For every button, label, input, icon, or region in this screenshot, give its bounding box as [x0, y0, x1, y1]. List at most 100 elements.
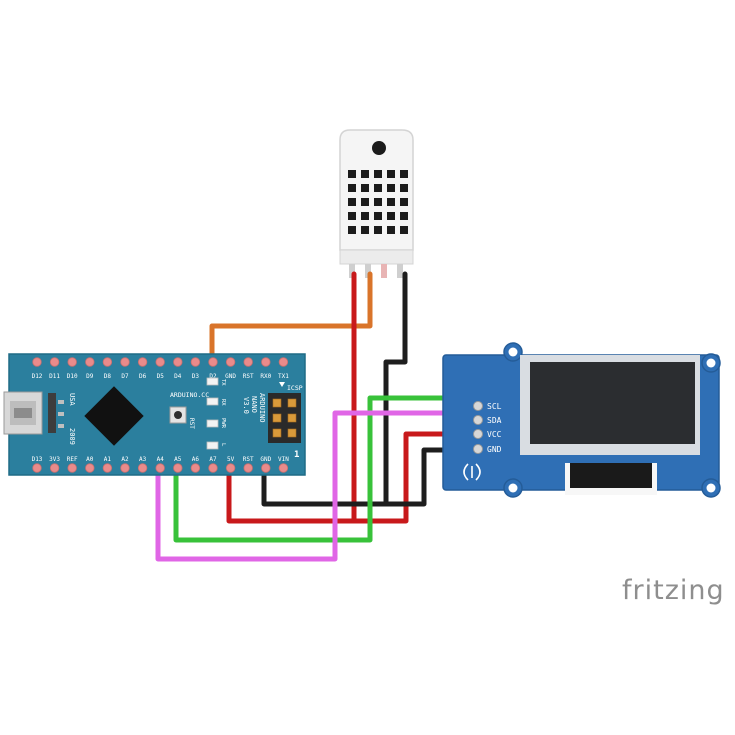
nano-pin-top[interactable]: [32, 357, 42, 367]
sensor-vent-hole: [361, 226, 369, 234]
pin-one-text: 1: [294, 450, 299, 460]
sensor-vent-hole: [400, 198, 408, 206]
sensor-vent-hole: [361, 198, 369, 206]
nano-pin-top[interactable]: [225, 357, 236, 367]
sensor-vent-hole: [400, 170, 408, 178]
sensor-vent-hole: [374, 170, 382, 178]
nano-pin-bottom[interactable]: [278, 463, 289, 473]
nano-pin-bottom[interactable]: [155, 463, 165, 473]
wire-red-sensor: [226, 271, 357, 524]
sensor-vent-hole: [400, 212, 408, 220]
oled-screen: [530, 362, 695, 444]
nano-pin-label: A1: [104, 456, 112, 463]
nano-pin-bottom[interactable]: [173, 463, 183, 473]
nano-pin-bottom[interactable]: [261, 463, 271, 473]
nano-pin-bottom[interactable]: [32, 463, 42, 473]
nano-pin-label: A7: [209, 456, 217, 463]
nano-pin-top[interactable]: [278, 357, 289, 367]
rst-text: RST: [188, 418, 195, 429]
nano-pin-top[interactable]: [155, 357, 165, 367]
sensor-vent-hole: [374, 184, 382, 192]
nano-pin-bottom[interactable]: [85, 463, 95, 473]
reset-button[interactable]: [169, 406, 187, 424]
sensor-mount-hole: [372, 141, 386, 155]
sensor-pins: [349, 264, 403, 278]
nano-pin-label: GND: [225, 373, 236, 380]
nano-pin-top[interactable]: [49, 357, 60, 367]
wire-black-sensor: [383, 271, 408, 507]
nano-pin-top[interactable]: [190, 357, 201, 367]
icsp-pin[interactable]: [287, 398, 297, 408]
sensor-vent-hole: [348, 184, 356, 192]
nano-pin-top[interactable]: [120, 357, 130, 367]
wire-black-oled: [261, 447, 481, 507]
nano-pin-bottom[interactable]: [102, 463, 113, 473]
nano-pin-top[interactable]: [102, 357, 113, 367]
oled-pin-label: VCC: [487, 430, 502, 439]
nano-pin-top[interactable]: [261, 357, 271, 367]
oled-mount-hole: [508, 483, 518, 493]
sensor-vent-hole: [374, 226, 382, 234]
icsp-pin[interactable]: [287, 428, 297, 438]
nano-pin-label: A3: [139, 456, 147, 463]
grove-logo-icon: [463, 463, 481, 481]
nano-pin-bottom[interactable]: [120, 463, 130, 473]
icsp-pin[interactable]: [272, 428, 282, 438]
sensor-vent-hole: [387, 170, 395, 178]
nano-pin-label: 5V: [227, 456, 235, 463]
nano-pin-label: VIN: [278, 456, 289, 463]
oled-pin[interactable]: [473, 401, 483, 411]
nano-pin-bottom[interactable]: [225, 463, 236, 473]
fritzing-watermark: fritzing: [622, 575, 725, 606]
nano-pin-label: TX1: [278, 373, 289, 380]
nano-pin-bottom[interactable]: [137, 463, 148, 473]
nano-pin-label: RST: [243, 373, 254, 380]
status-leds: [206, 377, 219, 450]
sensor-vent-hole: [400, 226, 408, 234]
nano-pin-bottom[interactable]: [49, 463, 60, 473]
nano-pin-label: D2: [209, 373, 217, 380]
icsp-pin[interactable]: [287, 413, 297, 423]
nano-pin-label: A6: [192, 456, 200, 463]
nano-pin-label: A0: [86, 456, 94, 463]
nano-pin-bottom[interactable]: [243, 463, 253, 473]
nano-pin-top[interactable]: [67, 357, 77, 367]
sensor-vent-hole: [387, 198, 395, 206]
nano-pin-top[interactable]: [208, 357, 218, 367]
nano-pin-label: RX0: [260, 373, 271, 380]
nano-pin-top[interactable]: [137, 357, 148, 367]
nano-pin-label: 3V3: [49, 456, 60, 463]
nano-pin-top[interactable]: [85, 357, 95, 367]
oled-pin[interactable]: [473, 429, 483, 439]
sensor-vent-hole: [348, 198, 356, 206]
sensor-vent-hole: [387, 184, 395, 192]
oled-mount-hole: [706, 358, 716, 368]
nano-pin-label: REF: [67, 456, 78, 463]
usa-text: USA: [68, 393, 76, 406]
model-line-2: NANO: [250, 396, 258, 413]
rx-led-label: RX: [220, 399, 226, 406]
oled-pin[interactable]: [473, 415, 483, 425]
sensor-vent-hole: [400, 184, 408, 192]
nano-pin-top[interactable]: [243, 357, 253, 367]
pwr-led-label: PWR: [220, 418, 226, 429]
wires: [155, 271, 481, 562]
nano-pin-bottom[interactable]: [190, 463, 201, 473]
oled-pin-label: SCL: [487, 402, 502, 411]
sensor-vent-grid: [348, 170, 408, 234]
icsp-pin[interactable]: [272, 398, 282, 408]
tx-led-label: TX: [220, 379, 226, 386]
nano-pin-bottom[interactable]: [67, 463, 77, 473]
nano-pin-top[interactable]: [173, 357, 183, 367]
icsp-pin[interactable]: [272, 413, 282, 423]
nano-pin-bottom[interactable]: [208, 463, 218, 473]
oled-pin-label: GND: [487, 445, 502, 454]
nano-pin-label: D8: [104, 373, 112, 380]
oled-pin[interactable]: [473, 444, 483, 454]
model-line-1: ARDUINO: [258, 393, 266, 423]
nano-pin-label: A5: [174, 456, 182, 463]
